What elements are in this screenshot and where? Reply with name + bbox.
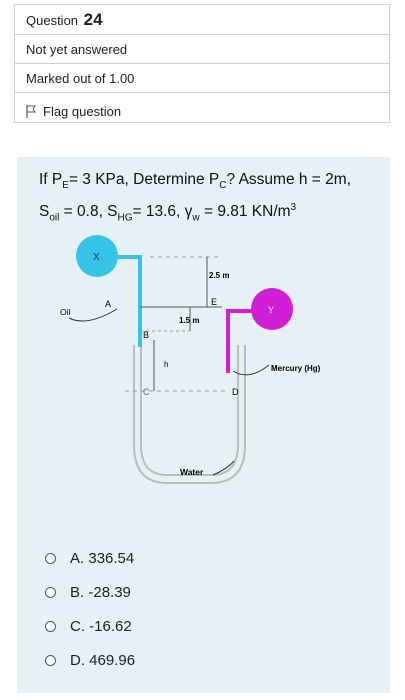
dim-1-5m: 1.5 m (179, 316, 199, 325)
answer-option-b[interactable]: B. -28.39 (45, 575, 135, 609)
label-water: Water (180, 467, 204, 477)
flag-question-button[interactable]: Flag question (15, 93, 389, 122)
label-d: D (232, 387, 239, 397)
label-b: B (143, 330, 149, 340)
answer-options: A. 336.54 B. -28.39 C. -16.62 D. 469.96 (45, 541, 135, 677)
question-line-1: If PE= 3 KPa, Determine PC? Assume h = 2… (39, 171, 352, 192)
label-c: C (143, 387, 150, 397)
u-tube-outer (133, 345, 246, 484)
radio-button[interactable] (45, 552, 56, 564)
manometer-diagram: X Y 2.5 m 1.5 m Oil A E B h C D Mercury … (60, 235, 321, 484)
answer-status: Not yet answered (15, 35, 389, 64)
question-info-panel: Question 24 Not yet answered Marked out … (14, 4, 390, 123)
question-text: If PE= 3 KPa, Determine PC? Assume h = 2… (39, 169, 384, 229)
answer-option-a[interactable]: A. 336.54 (45, 541, 135, 575)
marks-info: Marked out of 1.00 (15, 64, 389, 93)
u-tube-inner (140, 345, 239, 476)
label-e: E (211, 297, 217, 307)
tank-x (76, 235, 118, 277)
tank-y (251, 288, 293, 330)
question-card: If PE= 3 KPa, Determine PC? Assume h = 2… (17, 157, 390, 693)
dim-2-5m: 2.5 m (209, 271, 229, 280)
answer-option-d[interactable]: D. 469.96 (45, 643, 135, 677)
question-number: 24 (83, 10, 103, 29)
label-y: Y (268, 305, 274, 315)
question-label: Question (26, 13, 79, 28)
flag-icon (26, 104, 36, 118)
radio-button[interactable] (45, 620, 56, 632)
radio-button[interactable] (45, 654, 56, 666)
question-line-2: Soil = 0.8, SHG= 13.6, γw = 9.81 KN/m3 (39, 202, 297, 224)
radio-button[interactable] (45, 586, 56, 598)
label-oil: Oil (60, 307, 71, 317)
label-x: X (93, 252, 100, 263)
label-mercury: Mercury (Hg) (271, 364, 321, 373)
label-h: h (164, 360, 168, 369)
answer-option-c[interactable]: C. -16.62 (45, 609, 135, 643)
flag-question-label: Flag question (43, 103, 122, 119)
label-a: A (105, 299, 111, 309)
question-header: Question 24 (15, 5, 389, 35)
